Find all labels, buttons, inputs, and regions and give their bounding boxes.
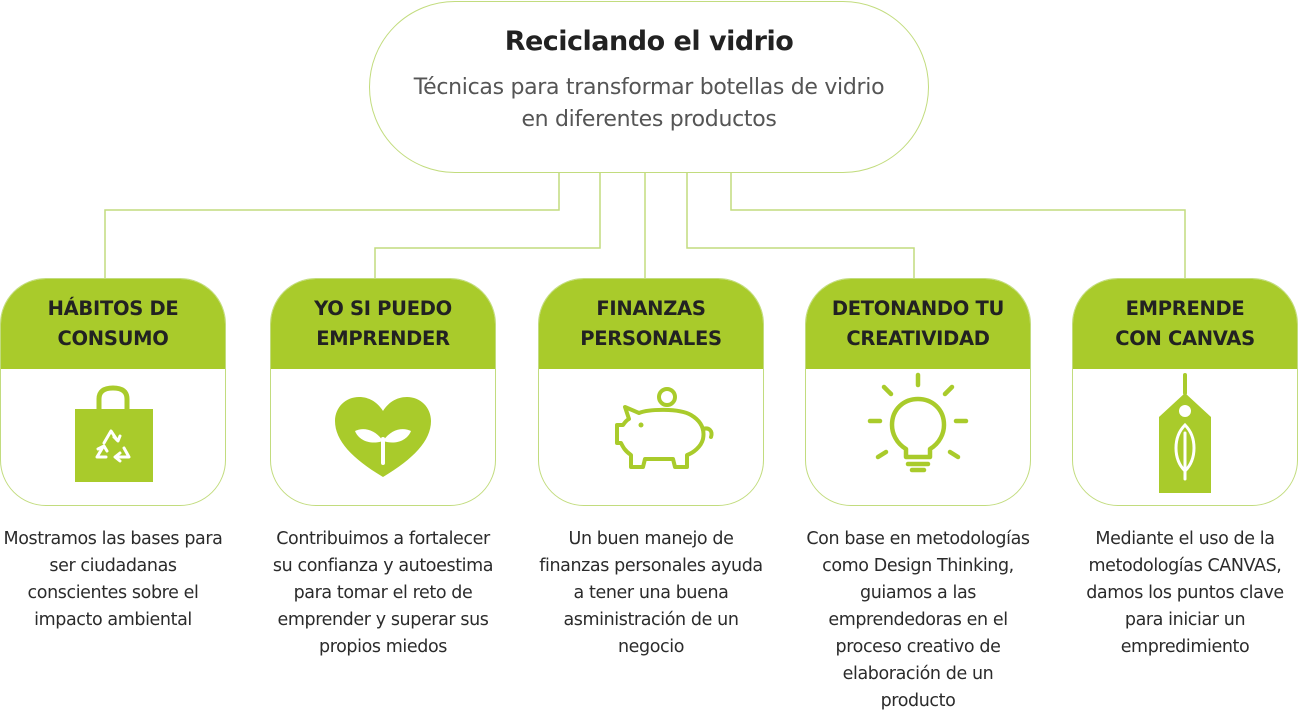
connector-detonando — [686, 173, 915, 278]
node-description: Mediante el uso de la metodologías CANVA… — [1086, 529, 1284, 657]
node-description: Contribuimos a fortalecer su confianza y… — [272, 529, 494, 657]
connector-emprende — [730, 173, 1186, 278]
node-header: DETONANDO TU CREATIVIDAD — [806, 279, 1030, 369]
node-title: EMPRENDE CON CANVAS — [1115, 297, 1255, 350]
node-header: FINANZAS PERSONALES — [539, 279, 763, 369]
root-subtitle: Técnicas para transformar botellas de vi… — [413, 75, 885, 132]
node-description: Con base en metodologías como Design Thi… — [806, 529, 1030, 711]
node-habitos-de-consumo: HÁBITOS DE CONSUMO — [0, 278, 226, 506]
lightbulb-icon — [867, 372, 969, 473]
node-finanzas-personales: FINANZAS PERSONALES — [538, 278, 764, 506]
leaf-tag-icon — [1159, 373, 1211, 493]
connector-habitos — [104, 173, 560, 278]
node-description: Mostramos las bases para ser ciudadanas … — [3, 529, 223, 630]
node-header: YO SI PUEDO EMPRENDER — [271, 279, 495, 369]
node-description: Un buen manejo de finanzas personales ay… — [539, 529, 763, 657]
piggy-bank-icon — [615, 387, 714, 469]
node-title: YO SI PUEDO EMPRENDER — [314, 297, 452, 350]
root-title: Reciclando el vidrio — [504, 26, 794, 57]
node-title: DETONANDO TU CREATIVIDAD — [831, 297, 1005, 350]
node-title: FINANZAS PERSONALES — [580, 297, 722, 350]
node-emprende-con-canvas: EMPRENDE CON CANVAS — [1072, 278, 1298, 506]
node-header: EMPRENDE CON CANVAS — [1073, 279, 1297, 369]
heart-sprout-icon — [335, 397, 431, 477]
root-node: Reciclando el vidrio Técnicas para trans… — [369, 1, 929, 173]
node-detonando-tu-creatividad: DETONANDO TU CREATIVIDAD — [805, 278, 1031, 506]
recycle-bag-icon — [75, 385, 153, 482]
connector-yo-si-puedo — [374, 173, 601, 278]
node-yo-si-puedo-emprender: YO SI PUEDO EMPRENDER — [270, 278, 496, 506]
node-title: HÁBITOS DE CONSUMO — [47, 297, 179, 350]
node-header: HÁBITOS DE CONSUMO — [1, 279, 225, 369]
